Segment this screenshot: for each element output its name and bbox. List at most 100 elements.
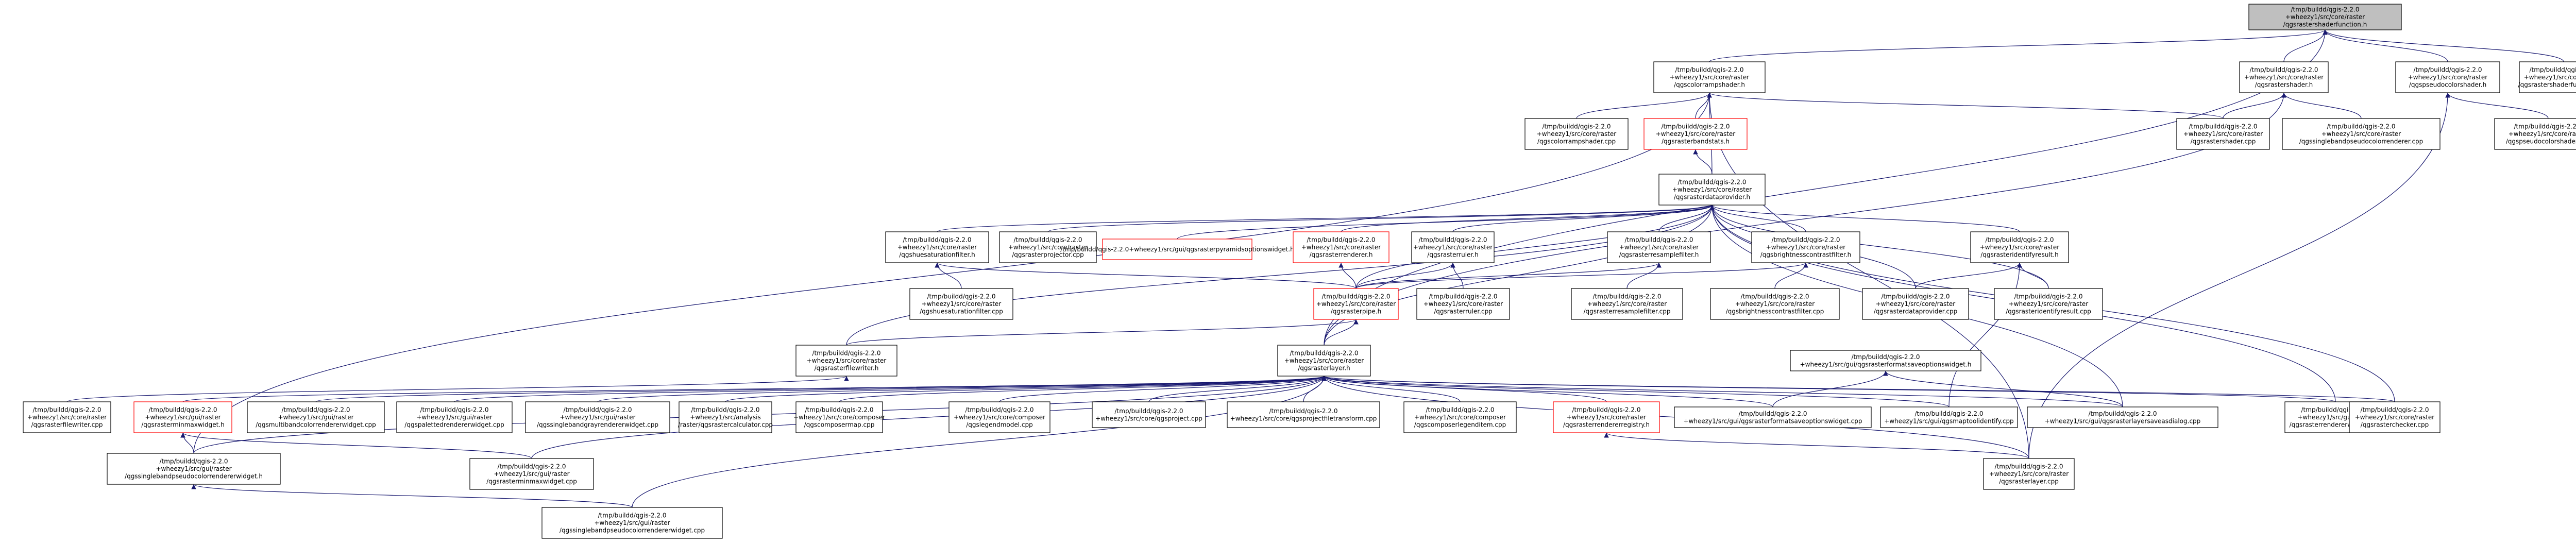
node-dataprovider-h[interactable]: /tmp/buildd/qgis-2.2.0+wheezy1/src/core/… [1658,174,1766,206]
edge-filewriter-cpp-to-filewriter-h [66,376,849,402]
node-label-line: +wheezy1/src/core/raster [1980,244,2060,251]
node-composermap-cpp[interactable]: /tmp/buildd/qgis-2.2.0+wheezy1/src/core/… [793,401,885,433]
node-box [1983,458,2075,490]
node-formatsave-widget-h[interactable]: /tmp/buildd/qgis-2.2.0+wheezy1/src/gui/q… [1790,350,1981,371]
node-label-line: /qgsrasterminmaxwidget.cpp [486,478,577,485]
node-colorramp-cpp[interactable]: /tmp/buildd/qgis-2.2.0+wheezy1/src/core/… [1524,118,1629,150]
node-box [1416,288,1510,320]
node-label-line: +wheezy1/src/core/composer [954,414,1045,421]
node-rastershader-cpp[interactable]: /tmp/buildd/qgis-2.2.0+wheezy1/src/core/… [2176,118,2270,150]
node-brightness-cpp[interactable]: /tmp/buildd/qgis-2.2.0+wheezy1/src/core/… [1710,288,1840,320]
edge-pseudocolor-h-to-root [2323,29,2448,62]
node-paletted-widget-cpp[interactable]: /tmp/buildd/qgis-2.2.0+wheezy1/src/gui/r… [396,401,513,433]
node-rasterruler-cpp[interactable]: /tmp/buildd/qgis-2.2.0+wheezy1/src/core/… [1416,288,1510,320]
node-identifyresult-cpp[interactable]: /tmp/buildd/qgis-2.2.0+wheezy1/src/core/… [1994,288,2103,320]
node-label-line: /tmp/buildd/qgis-2.2.0 [1675,66,1744,74]
node-identifyresult-h[interactable]: /tmp/buildd/qgis-2.2.0+wheezy1/src/core/… [1970,231,2069,263]
node-legendmodel-cpp[interactable]: /tmp/buildd/qgis-2.2.0+wheezy1/src/core/… [948,401,1050,433]
node-filewriter-h[interactable]: /tmp/buildd/qgis-2.2.0+wheezy1/src/core/… [795,345,897,377]
node-rendererregistry-h[interactable]: /tmp/buildd/qgis-2.2.0+wheezy1/src/core/… [1553,401,1660,433]
node-label-line: +wheezy1/src/core/raster [1672,186,1752,193]
node-pseudocolor-cpp[interactable]: /tmp/buildd/qgis-2.2.0+wheezy1/src/core/… [2494,118,2576,150]
node-resamplefilter-h[interactable]: /tmp/buildd/qgis-2.2.0+wheezy1/src/core/… [1607,231,1711,263]
node-label-line: /qgsrasterdataprovider.h [1674,194,1750,201]
node-huesat-h[interactable]: /tmp/buildd/qgis-2.2.0+wheezy1/src/core/… [885,231,989,263]
node-rasterlayer-cpp[interactable]: /tmp/buildd/qgis-2.2.0+wheezy1/src/core/… [1983,458,2075,490]
node-layersaveas-cpp[interactable]: /tmp/buildd/qgis-2.2.0+wheezy1/src/gui/q… [2027,406,2218,428]
node-label-line: /tmp/buildd/qgis-2.2.0 [2291,6,2360,13]
node-box [1524,118,1629,150]
node-box [1862,288,1969,320]
node-label-line: +wheezy1/src/core/raster [2009,300,2089,308]
node-label-line: +wheezy1/src/core/qgsprojectfiletransfor… [1230,415,1377,422]
node-label-line: /tmp/buildd/qgis-2.2.0 [1915,410,1984,417]
node-label-line: /qgsrastershaderfunction.cpp [2518,81,2576,89]
node-box [1411,231,1495,263]
node-bandstats-h[interactable]: /tmp/buildd/qgis-2.2.0+wheezy1/src/core/… [1643,118,1748,150]
node-root[interactable]: /tmp/buildd/qgis-2.2.0+wheezy1/src/core/… [2248,4,2402,30]
node-label-line: +wheezy1/src/core/raster [1619,244,1699,251]
edge-composerlegenditem-cpp-to-rasterlayer-h [1321,376,1461,402]
node-label-line: +wheezy1/src/gui/raster [560,414,635,421]
node-label-line: /qgsrastershaderfunction.h [2283,21,2367,28]
node-label-line: +wheezy1/src/gui/raster [594,519,670,526]
node-projectfiletransform-cpp[interactable]: /tmp/buildd/qgis-2.2.0+wheezy1/src/core/… [1227,401,1380,428]
node-rasterruler-h[interactable]: /tmp/buildd/qgis-2.2.0+wheezy1/src/core/… [1411,231,1495,263]
node-pyramids-widget-h[interactable]: /tmp/buildd/qgis-2.2.0+wheezy1/src/gui/q… [1060,239,1294,260]
node-minmax-widget-cpp[interactable]: /tmp/buildd/qgis-2.2.0+wheezy1/src/gui/r… [469,458,594,490]
node-box [525,401,670,433]
node-filewriter-cpp[interactable]: /tmp/buildd/qgis-2.2.0+wheezy1/src/core/… [23,401,111,433]
node-label-line: +wheezy1/src/core/composer [793,414,885,421]
node-composerlegenditem-cpp[interactable]: /tmp/buildd/qgis-2.2.0+wheezy1/src/core/… [1403,401,1517,433]
node-rastercalculator-cpp[interactable]: /tmp/buildd/qgis-2.2.0+wheezy1/src/analy… [678,401,773,433]
node-box [909,288,1013,320]
node-minmax-widget-h[interactable]: /tmp/buildd/qgis-2.2.0+wheezy1/src/gui/r… [133,401,232,433]
node-label-line: +wheezy1/src/core/raster [2321,130,2401,138]
node-box [948,401,1050,433]
node-box [1277,345,1371,377]
node-label-line: /tmp/buildd/qgis-2.2.0 [691,406,760,414]
node-renderer-h[interactable]: /tmp/buildd/qgis-2.2.0+wheezy1/src/core/… [1293,231,1389,263]
node-box [1313,288,1399,320]
node-rasterlayer-h[interactable]: /tmp/buildd/qgis-2.2.0+wheezy1/src/core/… [1277,345,1371,377]
node-colorramp-h[interactable]: /tmp/buildd/qgis-2.2.0+wheezy1/src/core/… [1653,61,1766,93]
node-shaderfunction-cpp[interactable]: /tmp/buildd/qgis-2.2.0+wheezy1/src/core/… [2518,61,2576,93]
edge-pseudocolor-cpp-to-pseudocolor-h [2445,92,2549,119]
node-label-line: +wheezy1/src/core/raster [1670,74,1750,81]
node-singleband-widget-h[interactable]: /tmp/buildd/qgis-2.2.0+wheezy1/src/gui/r… [107,453,281,485]
edge-multiband-widget-cpp-to-rasterlayer-h [315,376,1327,402]
node-label-line: /qgslegendmodel.cpp [966,421,1032,429]
node-label-line: /qgsrastershader.h [2255,81,2313,89]
node-box [133,401,232,433]
node-maptoolidentify-cpp[interactable]: /tmp/buildd/qgis-2.2.0+wheezy1/src/gui/q… [1880,406,2018,428]
node-brightness-h[interactable]: /tmp/buildd/qgis-2.2.0+wheezy1/src/core/… [1751,231,1860,263]
node-label-line: +wheezy1/src/gui/raster [416,414,492,421]
node-multiband-widget-cpp[interactable]: /tmp/buildd/qgis-2.2.0+wheezy1/src/gui/r… [247,401,385,433]
edge-filewriter-h-to-dataprovider-h [846,205,1715,346]
node-box [1658,174,1766,206]
nodes: /tmp/buildd/qgis-2.2.0+wheezy1/src/core/… [23,4,2576,539]
node-label-line: /qgssinglebandpseudocolorrendererwidget.… [560,527,705,534]
node-singleband-renderer-cpp[interactable]: /tmp/buildd/qgis-2.2.0+wheezy1/src/core/… [2282,118,2441,150]
node-huesat-cpp[interactable]: /tmp/buildd/qgis-2.2.0+wheezy1/src/core/… [909,288,1013,320]
edge-singleband-renderer-cpp-to-rastershader-h [2281,92,2362,119]
node-label-line: /qgscomposerlegenditem.cpp [1414,421,1506,429]
edge-rastershader-cpp-to-colorramp-h [1707,92,2224,119]
node-label-line: +wheezy1/src/core/qgsproject.cpp [1095,415,1202,422]
node-qgsproject-cpp[interactable]: /tmp/buildd/qgis-2.2.0+wheezy1/src/core/… [1092,401,1206,428]
node-label-line: /tmp/buildd/qgis-2.2.0 [1662,123,1730,130]
node-singlebandgray-widget-cpp[interactable]: /tmp/buildd/qgis-2.2.0+wheezy1/src/gui/r… [525,401,670,433]
node-pseudocolor-h[interactable]: /tmp/buildd/qgis-2.2.0+wheezy1/src/core/… [2395,61,2500,93]
node-histogram-cpp[interactable]: /tmp/buildd/qgis-2.2.0+wheezy1/src/core/… [2349,401,2441,433]
node-formatsave-widget-cpp[interactable]: /tmp/buildd/qgis-2.2.0+wheezy1/src/gui/q… [1674,406,1872,428]
node-singleband-widget-cpp[interactable]: /tmp/buildd/qgis-2.2.0+wheezy1/src/gui/r… [541,507,723,539]
node-label-line: +wheezy1/src/core/raster [1301,244,1381,251]
edge-minmax-widget-cpp-to-rasterlayer-h [531,376,1327,459]
edge-dataprovider-h-to-bandstats-h [1693,149,1713,175]
node-label-line: /tmp/buildd/qgis-2.2.0 [1995,463,2063,470]
node-resamplefilter-cpp[interactable]: /tmp/buildd/qgis-2.2.0+wheezy1/src/core/… [1571,288,1683,320]
node-dataprovider-cpp[interactable]: /tmp/buildd/qgis-2.2.0+wheezy1/src/core/… [1862,288,1969,320]
node-rastershader-h[interactable]: /tmp/buildd/qgis-2.2.0+wheezy1/src/core/… [2239,61,2329,93]
node-rasterpipe-h[interactable]: /tmp/buildd/qgis-2.2.0+wheezy1/src/core/… [1313,288,1399,320]
node-projector-cpp[interactable]: /tmp/buildd/qgis-2.2.0+wheezy1/src/core/… [999,231,1097,263]
